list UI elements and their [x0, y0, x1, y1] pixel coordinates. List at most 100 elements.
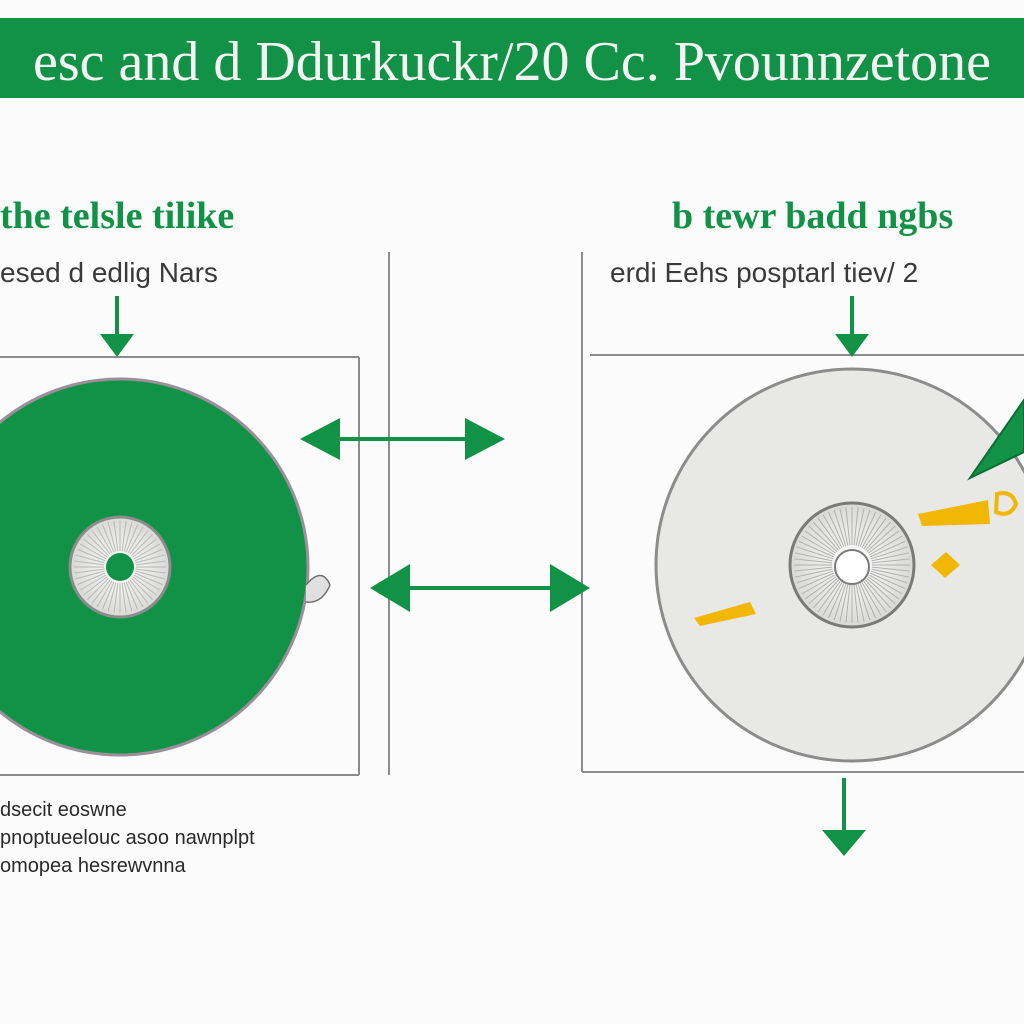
hub-spoke	[91, 530, 111, 555]
hub-spoke	[107, 522, 117, 552]
hub-spoke	[822, 514, 843, 548]
hub-spoke	[77, 548, 106, 562]
hub-spoke	[130, 534, 153, 557]
hub-spoke	[107, 582, 117, 612]
hub-spoke	[135, 554, 165, 564]
hub-spoke	[865, 579, 892, 609]
hub-spoke	[123, 522, 133, 552]
hub-spoke	[866, 525, 896, 552]
hub-spoke	[135, 570, 165, 580]
caption-line: omopea hesrewvnna	[0, 855, 186, 877]
hub-spoke	[861, 514, 882, 548]
hub-spoke	[133, 574, 161, 591]
hub-spoke	[859, 511, 877, 547]
hub-spoke	[127, 580, 144, 608]
hub-spoke	[869, 535, 903, 556]
caption-block: dsecit eoswne pnoptueelouc asoo nawnplpt…	[0, 796, 360, 880]
hub-spoke	[817, 580, 841, 613]
hub-spoke	[123, 582, 133, 612]
hub-spoke	[863, 580, 887, 613]
hub-spoke	[870, 546, 908, 560]
hub-spoke	[113, 521, 119, 552]
hub-spoke	[74, 568, 105, 574]
hub-spoke	[129, 579, 149, 604]
hub-spoke	[134, 548, 163, 562]
hub-spoke	[132, 576, 157, 596]
hub-spoke	[87, 534, 110, 557]
right-panel-subheading: erdi Eehs posptarl tiev/ 2	[610, 257, 919, 288]
hub-spoke	[794, 566, 833, 572]
hub-spoke	[808, 525, 838, 552]
hub-spoke	[857, 509, 871, 547]
hub-spoke	[871, 552, 909, 562]
hub-spoke	[861, 582, 882, 616]
hub-spoke	[827, 511, 845, 547]
hub-spoke	[801, 535, 835, 556]
hub-spoke	[113, 582, 119, 613]
hub-spoke	[804, 576, 837, 600]
left-panel-frame	[0, 356, 360, 776]
hub-spoke	[135, 568, 166, 574]
hub-spoke	[798, 572, 834, 590]
hub-spoke	[795, 552, 833, 562]
hub-spoke	[867, 576, 900, 600]
hub-spoke	[865, 521, 892, 551]
hub-spoke	[853, 507, 859, 546]
hub-spoke	[817, 517, 841, 550]
hub-spoke	[101, 581, 115, 610]
hub-spoke	[101, 524, 115, 553]
caption-line: dsecit eoswne	[0, 799, 127, 821]
hub-spoke	[833, 509, 847, 547]
caption-line: pnoptueelouc asoo nawnplpt	[0, 827, 255, 849]
arrow-down-icon	[822, 778, 866, 856]
hub-spoke	[812, 579, 839, 609]
hub-spoke	[804, 530, 837, 554]
hub-spoke	[839, 508, 849, 546]
hub-spoke	[77, 572, 106, 586]
hub-spoke	[796, 570, 834, 584]
hub-spoke	[75, 554, 105, 564]
hub-spoke	[135, 560, 166, 566]
hub-spoke	[870, 572, 906, 590]
hub-spoke	[79, 574, 107, 591]
hub-spoke	[91, 579, 111, 604]
hub-spoke	[855, 508, 865, 546]
arrow-down-icon	[835, 296, 869, 357]
hub-spoke	[870, 540, 906, 558]
yellow-markers	[694, 491, 1019, 626]
hub-spoke	[827, 583, 845, 619]
hub-spoke	[96, 526, 113, 554]
hub-spoke	[130, 577, 153, 600]
hub-spoke	[845, 584, 851, 623]
title-banner: esc and d Ddurkuckr/20 Cc. Pvounnzetone	[0, 18, 1024, 98]
hub-spoke	[121, 582, 127, 613]
hub-spoke	[857, 583, 871, 621]
left-panel-heading: the telsle tilike	[0, 195, 235, 237]
hub-spoke	[801, 574, 835, 595]
hub-spoke	[853, 584, 859, 623]
hub-spoke	[132, 538, 157, 558]
hub-spoke	[87, 577, 110, 600]
left-disc	[0, 377, 331, 757]
hub-spoke	[83, 576, 108, 596]
hub-spoke	[859, 583, 877, 619]
hub-spoke	[795, 568, 833, 578]
double-headed-arrow-icon	[300, 418, 505, 460]
hub-spoke	[822, 582, 843, 616]
hub-spoke	[74, 560, 105, 566]
hub-spoke	[133, 543, 161, 560]
hub-spoke	[867, 530, 900, 554]
banner-title: esc and d Ddurkuckr/20 Cc. Pvounnzetone	[33, 32, 991, 92]
arrow-down-icon	[100, 296, 134, 357]
right-panel-frame	[581, 252, 1024, 773]
hub-spoke	[796, 546, 834, 560]
pointer-triangle-icon	[967, 398, 1024, 481]
hub-spoke	[871, 558, 910, 564]
hub-spoke	[798, 540, 834, 558]
right-panel-heading: b tewr badd ngbs	[672, 195, 954, 237]
hub-spoke	[812, 521, 839, 551]
hub-spoke	[125, 581, 139, 610]
hub-spoke	[121, 521, 127, 552]
